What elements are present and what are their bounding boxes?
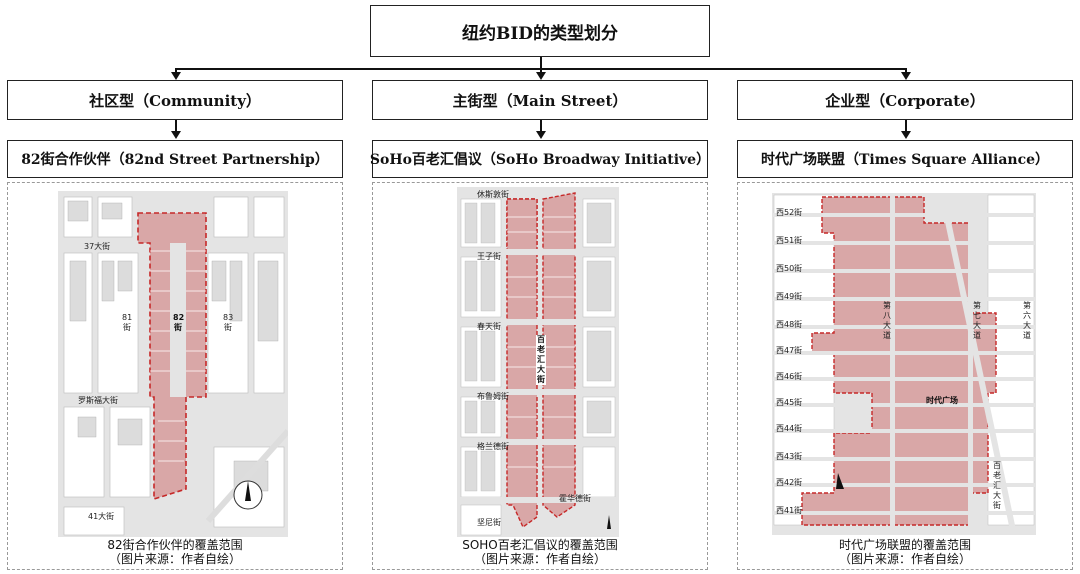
map-label-83rd: 83街 [223, 313, 234, 332]
map-label-roosevelt-ave: 罗斯福大街 [78, 396, 118, 405]
map-label-w42: 西42街 [776, 478, 803, 487]
connector-mid-drop [540, 68, 542, 74]
map-82nd-street-svg [58, 191, 288, 537]
map-label-grand-st: 格兰德街 [477, 442, 509, 451]
map-label-w41: 西41街 [776, 506, 803, 515]
map-label-6th-ave: 第六大道 [1023, 301, 1031, 340]
map-label-broadway: 百老汇大街 [536, 335, 546, 385]
map-label-broadway-ts: 百老汇大街 [993, 461, 1001, 510]
map-label-7th-ave: 第七大道 [973, 301, 981, 340]
map-label-times-square: 时代广场 [926, 396, 958, 405]
connector-drop [175, 120, 177, 132]
caption-source: （图片来源：作者自绘） [838, 552, 971, 566]
caption-source: （图片来源：作者自绘） [473, 552, 606, 566]
map-label-w52: 西52街 [776, 208, 803, 217]
map-label-w47: 西47街 [776, 346, 803, 355]
map-label-prince-st: 王子街 [477, 252, 501, 261]
arrow-icon [536, 131, 546, 139]
panel-soho-broadway: 休斯敦街 王子街 春天街 布鲁姆街 格兰德街 霍华德街 坚尼街 百老汇大街 SO… [372, 182, 708, 570]
connector-drop [540, 120, 542, 132]
map-times-square-svg [772, 193, 1036, 535]
map-label-w48: 西48街 [776, 320, 803, 329]
connector-trunk [540, 57, 542, 69]
caption-title: 82街合作伙伴的覆盖范围 [107, 538, 243, 552]
map-label-w45: 西45街 [776, 398, 803, 407]
map-82nd-street: 37大街 罗斯福大街 41大街 81街 82街 83街 [58, 191, 288, 537]
map-label-w46: 西46街 [776, 372, 803, 381]
map-label-houston-st: 休斯敦街 [477, 190, 509, 199]
arrow-icon [536, 72, 546, 80]
connector-drop [905, 120, 907, 132]
bid-name-82nd-street: 82街合作伙伴（82nd Street Partnership） [7, 140, 343, 178]
map-label-37th-ave: 37大街 [84, 242, 111, 251]
arrow-icon [171, 131, 181, 139]
map-label-w49: 西49街 [776, 292, 803, 301]
map-label-w43: 西43街 [776, 452, 803, 461]
type-box-community: 社区型（Community） [7, 80, 343, 120]
map-label-howard-st: 霍华德街 [559, 494, 591, 503]
caption-soho-broadway: SOHO百老汇倡议的覆盖范围 （图片来源：作者自绘） [373, 538, 707, 566]
caption-source: （图片来源：作者自绘） [108, 552, 241, 566]
bid-name-soho-broadway: SoHo百老汇倡议（SoHo Broadway Initiative） [370, 140, 710, 178]
connector-left-drop [175, 68, 177, 74]
caption-times-square: 时代广场联盟的覆盖范围 （图片来源：作者自绘） [738, 538, 1072, 566]
connector-right-drop [905, 68, 907, 74]
map-label-41st-ave: 41大街 [88, 512, 115, 521]
caption-title: 时代广场联盟的覆盖范围 [838, 538, 971, 552]
arrow-icon [171, 72, 181, 80]
map-label-82nd: 82街 [173, 313, 185, 332]
arrow-icon [901, 72, 911, 80]
bid-name-times-square: 时代广场联盟（Times Square Alliance） [737, 140, 1073, 178]
type-box-corporate: 企业型（Corporate） [737, 80, 1073, 120]
caption-82nd-street: 82街合作伙伴的覆盖范围 （图片来源：作者自绘） [8, 538, 342, 566]
map-soho-broadway: 休斯敦街 王子街 春天街 布鲁姆街 格兰德街 霍华德街 坚尼街 百老汇大街 [457, 187, 619, 537]
type-box-main-street: 主街型（Main Street） [372, 80, 708, 120]
map-label-w44: 西44街 [776, 424, 803, 433]
map-label-81st: 81街 [122, 313, 133, 332]
map-soho-svg [457, 187, 619, 537]
map-label-broome-st: 布鲁姆街 [477, 392, 509, 401]
map-label-spring-st: 春天街 [477, 322, 501, 331]
panel-times-square: 西52街 西51街 西50街 西49街 西48街 西47街 西46街 西45街 … [737, 182, 1073, 570]
arrow-icon [901, 131, 911, 139]
panel-82nd-street: 37大街 罗斯福大街 41大街 81街 82街 83街 82街合作伙伴的覆盖范围… [7, 182, 343, 570]
map-label-canal-st: 坚尼街 [477, 518, 501, 527]
map-label-8th-ave: 第八大道 [883, 301, 891, 340]
map-times-square: 西52街 西51街 西50街 西49街 西48街 西47街 西46街 西45街 … [772, 193, 1036, 535]
map-label-w50: 西50街 [776, 264, 803, 273]
caption-title: SOHO百老汇倡议的覆盖范围 [462, 538, 618, 552]
diagram-title: 纽约BID的类型划分 [370, 5, 710, 57]
map-label-w51: 西51街 [776, 236, 803, 245]
